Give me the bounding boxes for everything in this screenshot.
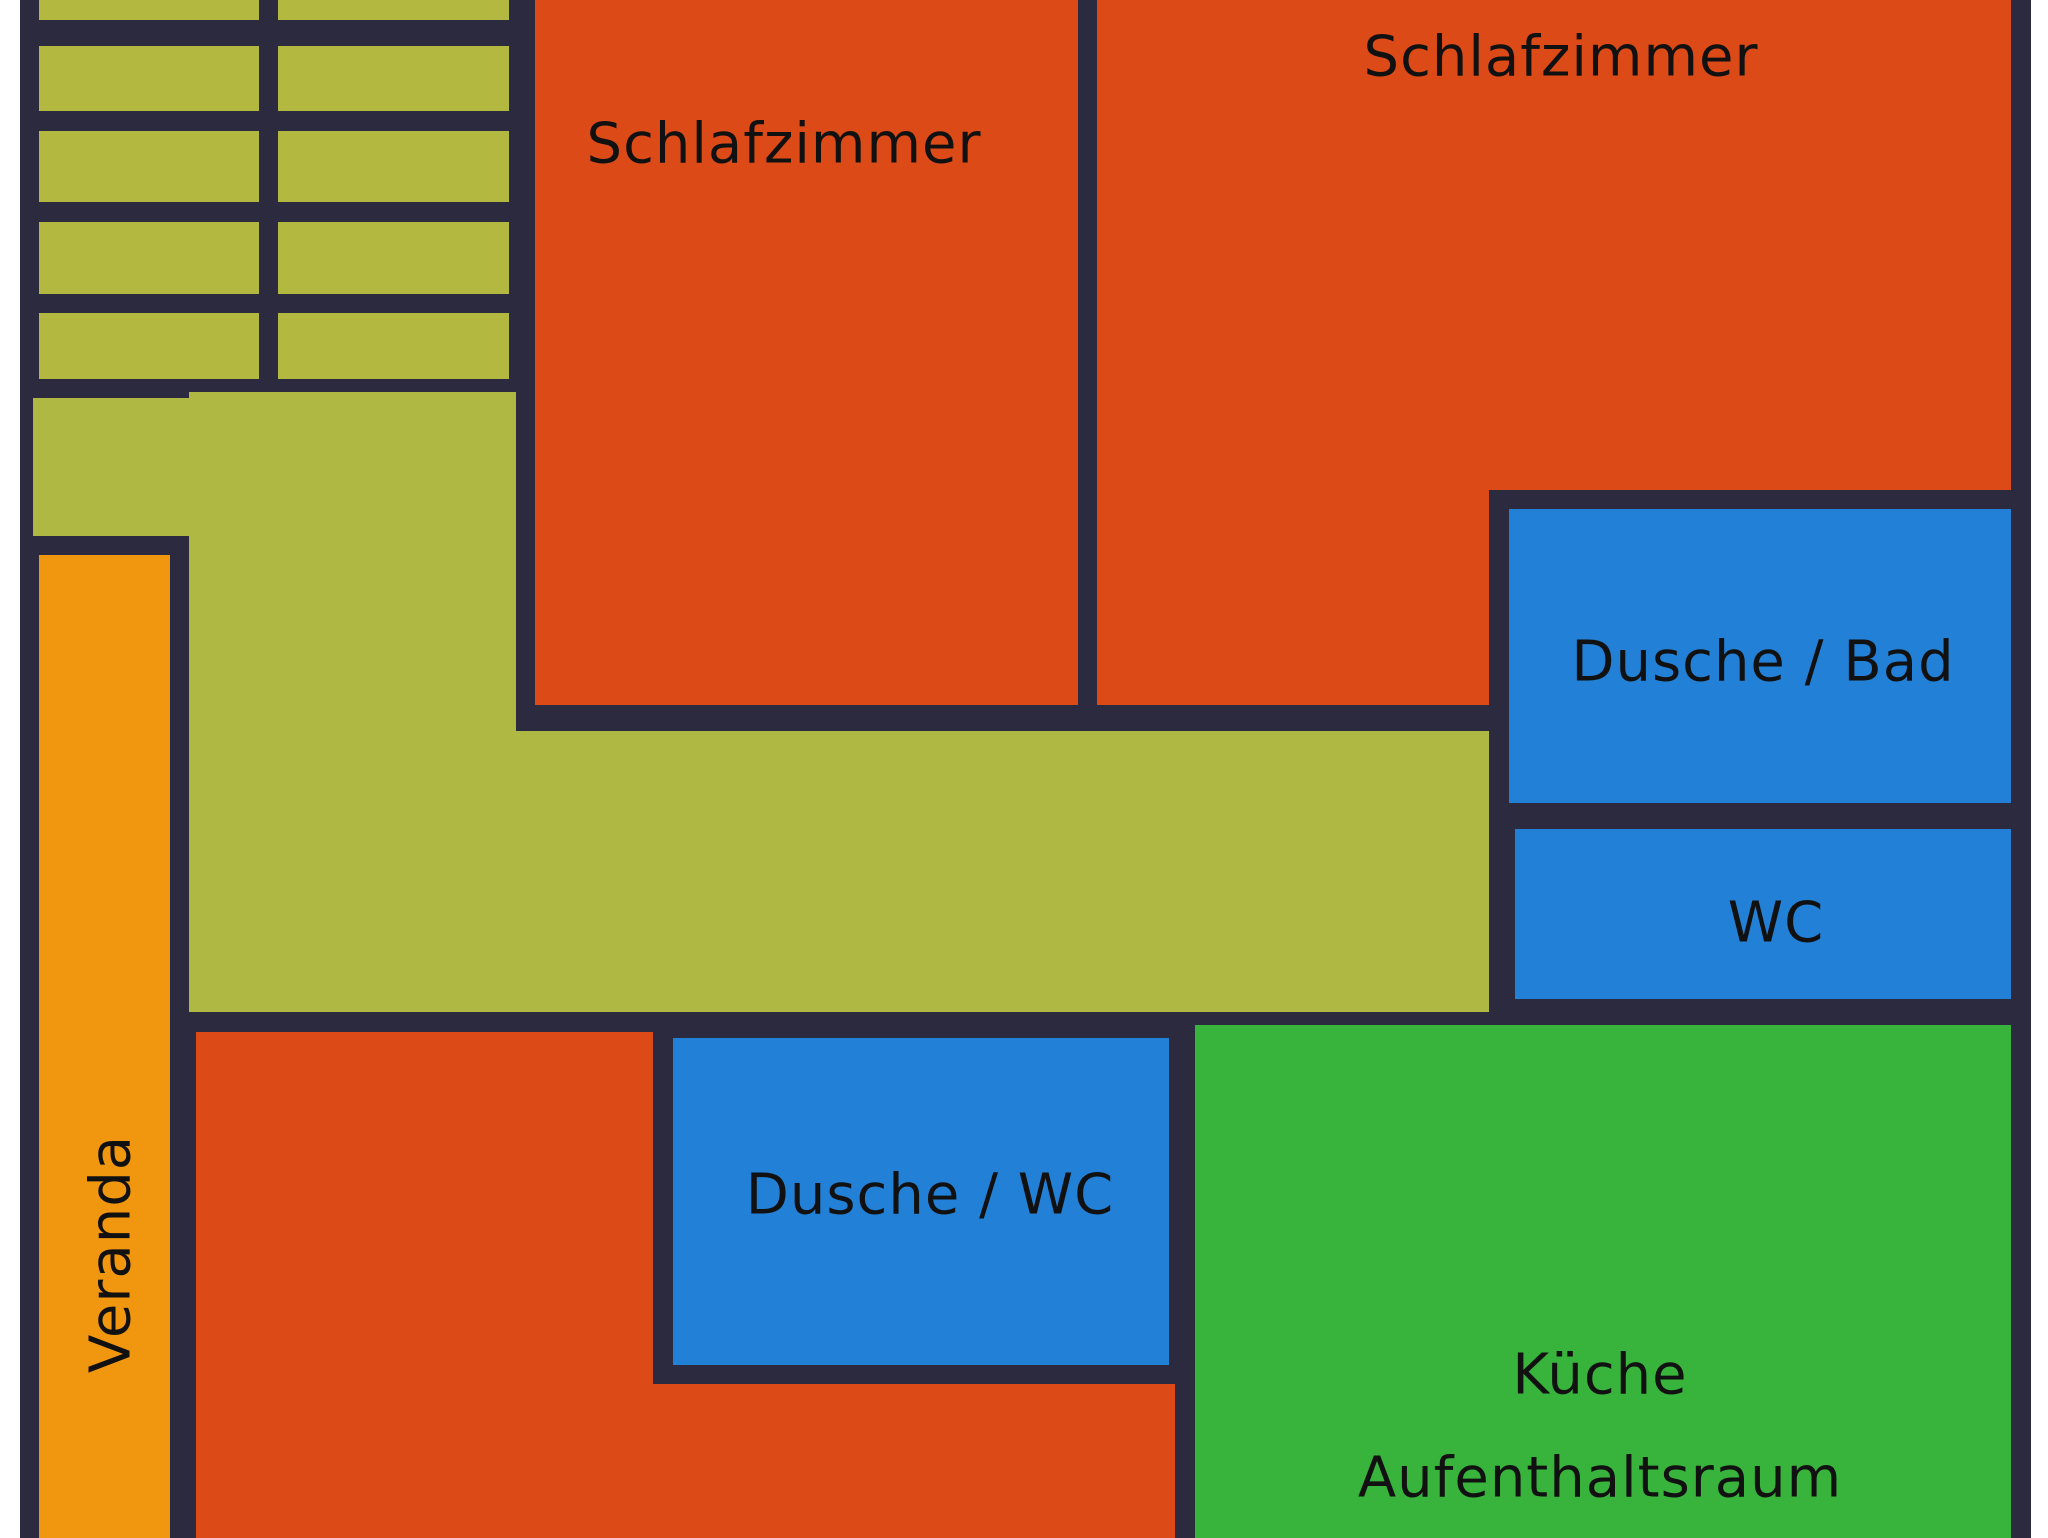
stair-step [39, 131, 259, 202]
room-bedroom-2 [1097, 480, 1489, 705]
label-veranda: Veranda [78, 1134, 144, 1374]
stair-step [39, 313, 259, 379]
label-shower-wc: Dusche / WC [745, 1162, 1115, 1228]
hallway [189, 392, 516, 737]
label-lounge: Aufenthaltsraum [1357, 1445, 1843, 1511]
room-kitchen [1195, 1025, 2011, 1538]
room-bedroom-3 [640, 1384, 1175, 1538]
stair-step [278, 313, 509, 379]
stair-step [278, 222, 509, 294]
stair-step [39, 46, 259, 111]
room-wc [1515, 829, 2011, 999]
stair-step [278, 131, 509, 202]
label-bedroom-1: Schlafzimmer [586, 111, 982, 177]
label-wc: WC [1727, 890, 1825, 956]
hallway [189, 731, 1489, 1012]
label-kitchen: Küche [1512, 1342, 1688, 1408]
label-shower-bath: Dusche / Bad [1571, 629, 1955, 695]
room-shower-bath [1509, 509, 2011, 803]
stair-step [39, 222, 259, 294]
label-bedroom-2: Schlafzimmer [1363, 24, 1759, 90]
room-shower-wc [673, 1038, 1169, 1365]
stair-step [39, 0, 259, 20]
room-bedroom-1 [535, 0, 1078, 705]
room-veranda [39, 555, 170, 1538]
room-bedroom-3 [196, 1032, 653, 1538]
stair-step [278, 0, 509, 20]
stair-step [278, 46, 509, 111]
room-bedroom-2 [1097, 0, 2011, 490]
